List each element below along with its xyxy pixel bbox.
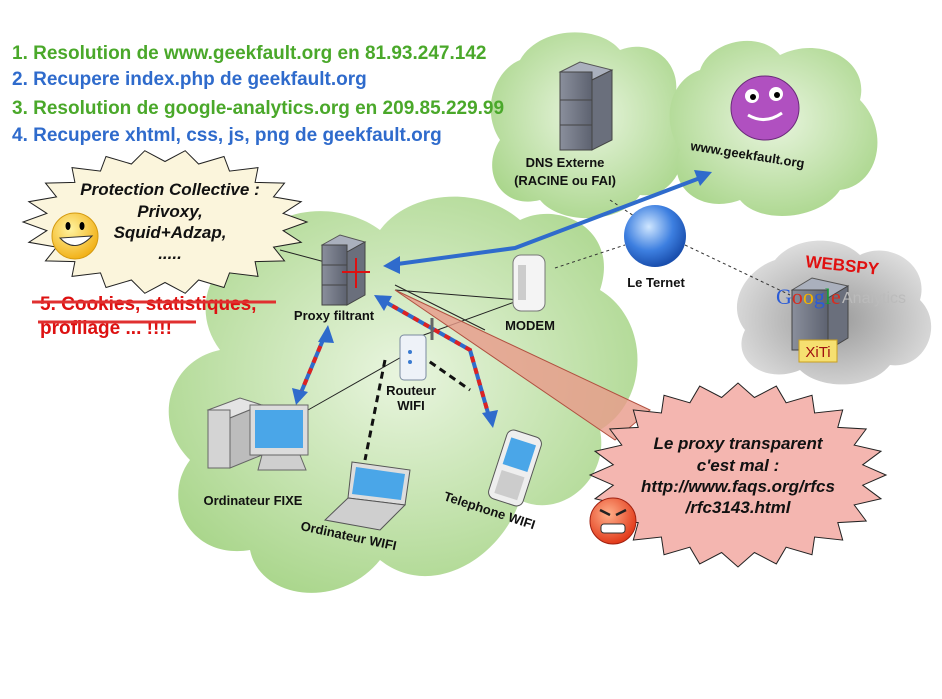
dns-server-icon: [558, 61, 614, 151]
step-4: 4. Recupere xhtml, css, js, png de geekf…: [12, 125, 442, 146]
warning-line-4: /rfc3143.html: [685, 498, 792, 517]
protection-line-1: Protection Collective :: [80, 180, 259, 199]
protection-line-4: .....: [158, 244, 182, 263]
traffic-arrows: [292, 170, 712, 428]
protection-bubble: [21, 150, 309, 294]
protection-line-2: Privoxy,: [137, 202, 203, 221]
internet-globe-icon: [624, 205, 686, 267]
warning-line-1: Le proxy transparent: [653, 434, 823, 453]
dns-label-1: DNS Externe: [526, 155, 605, 170]
step-2: 2. Recupere index.php de geekfault.org: [12, 69, 367, 90]
warning-pointer: [394, 289, 651, 441]
router-label-2: WIFI: [397, 398, 424, 413]
wifi-links: [363, 353, 471, 461]
dns-label-2: (RACINE ou FAI): [514, 173, 616, 188]
protection-line-3: Squid+Adzap,: [114, 223, 227, 242]
laptop-icon: [323, 461, 411, 531]
modem-label: MODEM: [505, 318, 555, 333]
warning-line-3: http://www.faqs.org/rfcs: [641, 477, 835, 496]
struck-note-line-1: 5. Cookies, statistiques,: [40, 294, 256, 315]
desktop-computer-icon: [206, 397, 309, 471]
phone-icon: [488, 429, 542, 507]
desktop-label: Ordinateur FIXE: [204, 493, 303, 508]
grinning-smiley-icon: [51, 212, 99, 260]
warning-line-2: c'est mal :: [697, 456, 779, 475]
xiti-label: XiTi: [805, 344, 830, 361]
internet-label: Le Ternet: [627, 275, 685, 290]
angry-face-icon: [589, 497, 637, 545]
router-label-1: Routeur: [386, 383, 436, 398]
google-logo: Google: [776, 284, 841, 309]
geekfault-monster-icon: [730, 75, 800, 141]
proxy-server-icon: [320, 234, 370, 306]
step-3: 3. Resolution de google-analytics.org en…: [12, 98, 504, 119]
warning-bubble: [588, 382, 888, 568]
xiti-badge: [798, 339, 838, 363]
proxy-label: Proxy filtrant: [294, 308, 375, 323]
analytics-label: Analytics: [842, 290, 906, 307]
step-1: 1. Resolution de www.geekfault.org en 81…: [12, 43, 486, 64]
wifi-router-icon: [399, 318, 434, 381]
network-links: [279, 249, 521, 411]
modem-icon: [512, 254, 546, 312]
